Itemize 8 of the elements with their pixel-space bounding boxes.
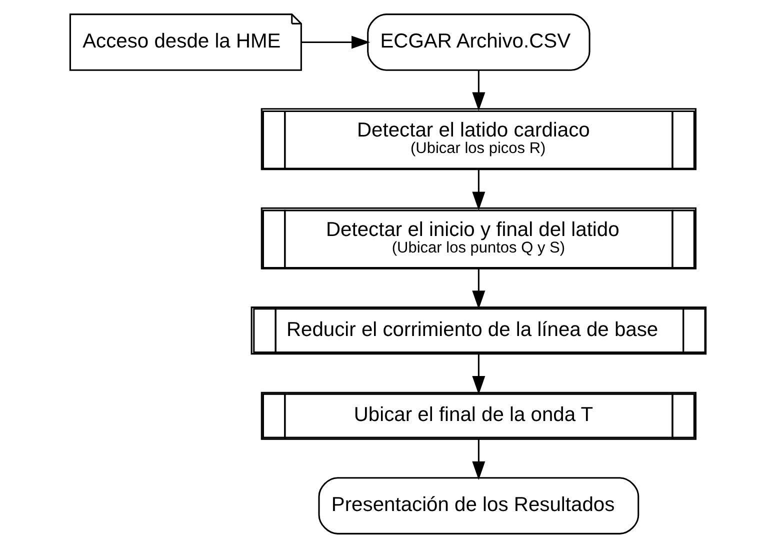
arrow <box>472 354 485 395</box>
arrow <box>472 70 485 111</box>
node-box: Presentación de los Resultados <box>318 477 639 534</box>
arrow <box>472 439 485 480</box>
node-box: ECGAR Archivo.CSV <box>366 14 590 71</box>
arrow <box>300 36 370 49</box>
arrow <box>472 170 485 210</box>
arrow <box>472 268 485 310</box>
